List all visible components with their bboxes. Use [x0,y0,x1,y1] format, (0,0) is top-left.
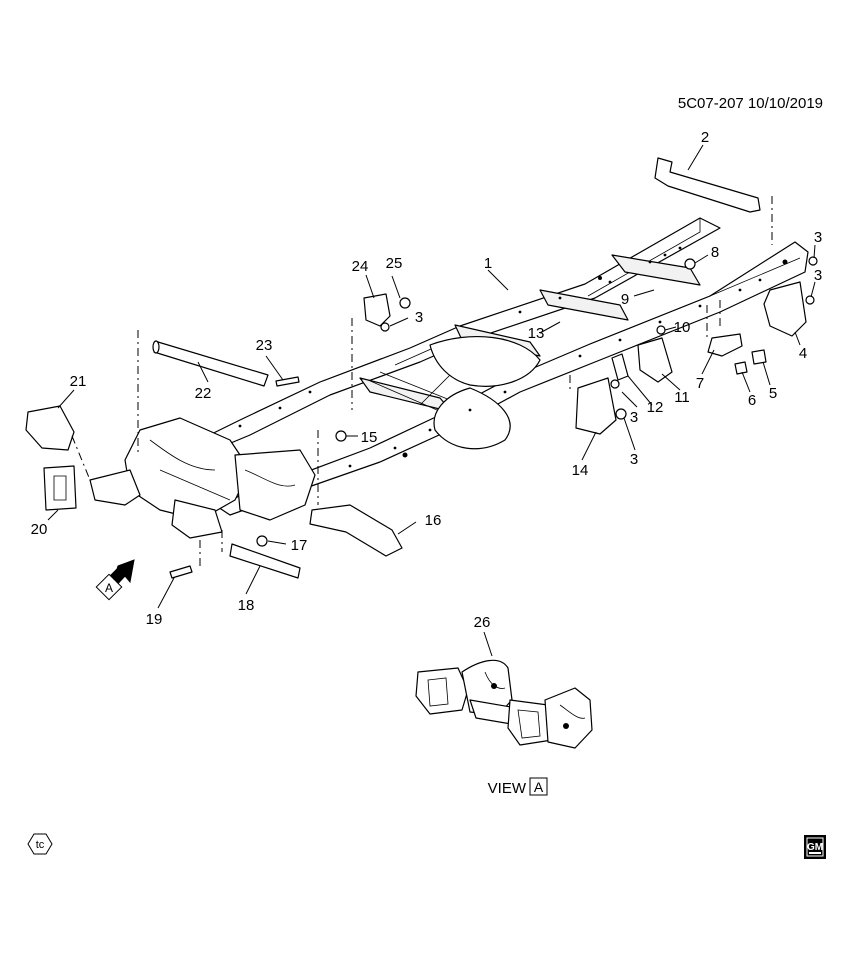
callout-4: 4 [799,345,807,362]
part-6-bolt [734,361,748,375]
part-20-plate [43,465,77,511]
callout-25: 25 [386,255,403,272]
callout-7: 7 [696,375,704,392]
part-19-bolt [169,565,193,579]
callout-8: 8 [711,244,719,261]
part-5-bolt [751,349,767,365]
part-10-nut [656,325,666,335]
callout-1: 1 [484,255,492,272]
callout-2: 2 [701,129,709,146]
arrow-letter: A [105,581,113,595]
callout-13: 13 [528,325,545,342]
part-2-bracket [654,157,761,213]
view-box-letter: A [534,779,544,795]
part-21-mount [25,405,75,451]
tc-text: tc [36,839,45,851]
callout-3: 3 [630,409,638,426]
callout-22: 22 [195,385,212,402]
callout-20: 20 [31,521,48,538]
callout-19: 19 [146,611,163,628]
part-23-pin [275,376,300,387]
callout-12: 12 [647,399,664,416]
alignment-lines [71,196,773,568]
callout-23: 23 [256,337,273,354]
callout-3: 3 [814,267,822,284]
callout-5: 5 [769,385,777,402]
diagram-reference: 5C07-207 10/10/2019 [678,95,823,112]
callout-3: 3 [415,309,423,326]
view-a-label: VIEW A [488,777,548,797]
frame-holes [238,246,788,468]
callout-labels: 1 2 3 3 3 3 3 4 5 6 7 8 9 10 11 12 13 14… [31,129,823,631]
view-direction-arrow: A [95,559,135,601]
callout-10: 10 [674,319,691,336]
callout-18: 18 [238,597,255,614]
callout-14: 14 [572,462,589,479]
part-18-strap [229,543,301,579]
gm-text: GM [807,842,823,853]
part-3-nut-e [380,322,390,332]
callout-3: 3 [814,229,822,246]
callout-11: 11 [674,389,690,406]
callout-17: 17 [291,537,308,554]
part-25-nut [399,297,411,309]
view-label: VIEW [488,780,527,797]
part-16-skid [309,504,403,557]
part-12-bracket [611,353,629,381]
part-3-nut-a [808,256,818,266]
callout-16: 16 [425,512,442,529]
part-4-mount [763,281,807,337]
part-14-bracket [575,377,617,435]
frame-assembly [89,217,809,539]
part-8-nut [684,258,696,270]
view-a-detail [415,631,593,749]
gm-logo: GM [804,835,826,859]
callout-15: 15 [361,429,378,446]
leader-lines [47,144,816,609]
part-3-nut-d [615,408,627,420]
callout-26: 26 [474,614,491,631]
part-24-bracket [363,293,391,327]
callout-3: 3 [630,451,638,468]
part-17-bolt [256,535,268,547]
part-3-nut-c [610,379,620,389]
part-22-tube [153,341,269,387]
callout-21: 21 [70,373,87,390]
part-11-mount [637,337,673,383]
callout-24: 24 [352,258,369,275]
callout-6: 6 [748,392,756,409]
part-7-bracket [707,333,743,357]
part-3-nut-b [805,295,815,305]
callout-9: 9 [621,291,629,308]
tc-badge: tc [27,833,53,855]
part-15-nut [335,430,347,442]
